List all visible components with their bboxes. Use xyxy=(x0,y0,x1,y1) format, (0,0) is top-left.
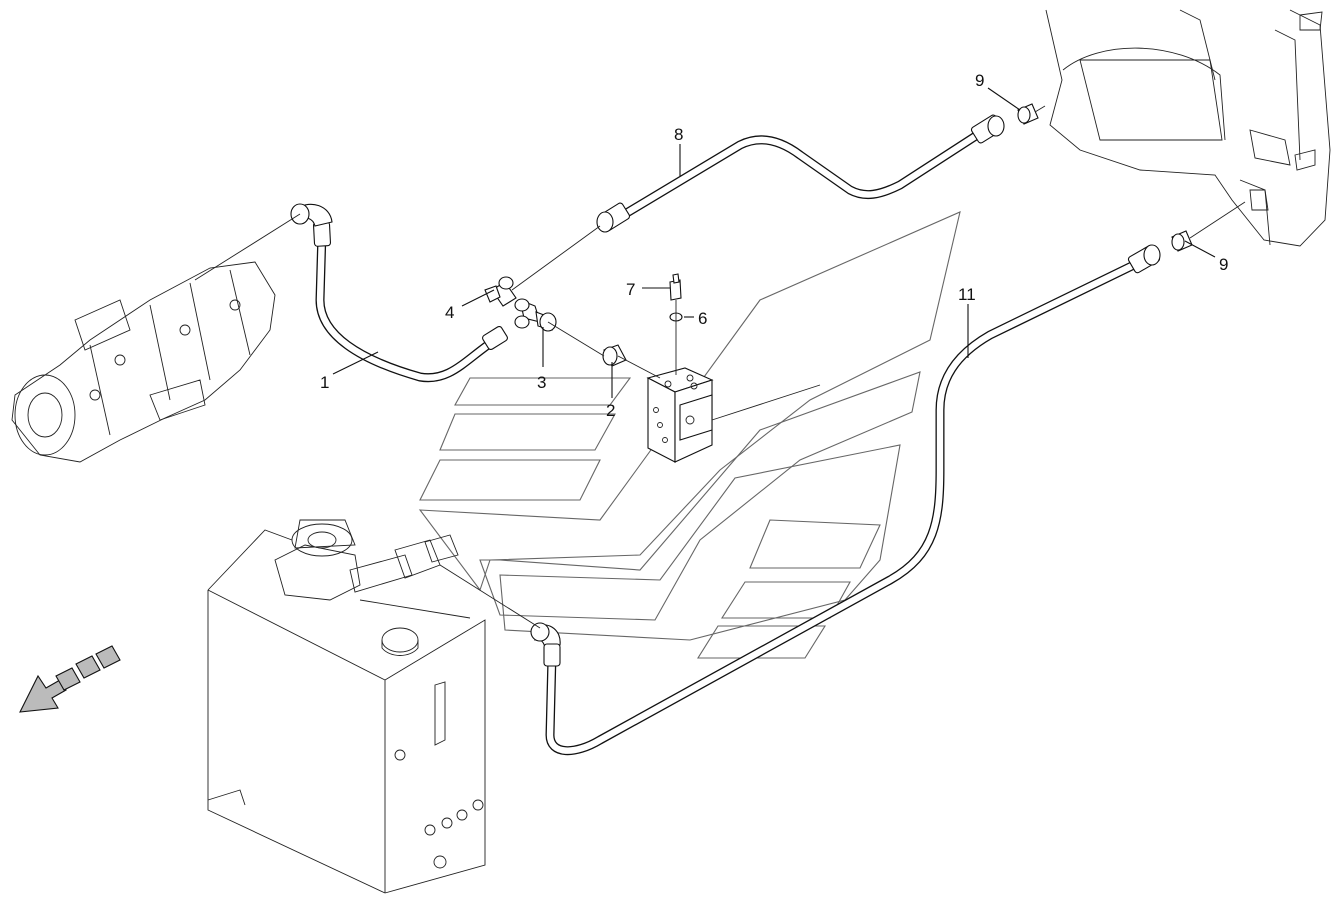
connection-lines xyxy=(194,105,1246,629)
callout-3: 3 xyxy=(537,373,546,392)
callout-4: 4 xyxy=(445,303,454,322)
pipe-8 xyxy=(610,125,990,225)
adapter-2 xyxy=(602,344,627,367)
valve-block xyxy=(646,367,714,463)
fitting-4 xyxy=(484,276,517,307)
callout-11: 11 xyxy=(958,285,976,304)
direction-arrow xyxy=(19,645,121,713)
pipe-11-fittings xyxy=(530,244,1161,667)
callout-9-lower: 9 xyxy=(1219,255,1228,274)
adapter-9-lower xyxy=(1171,230,1193,252)
oil-cooler xyxy=(1045,9,1331,247)
leader-lines xyxy=(332,87,1216,398)
fitting-3 xyxy=(514,298,557,332)
callout-9-upper: 9 xyxy=(975,71,984,90)
adapter-9-upper xyxy=(1017,103,1039,125)
callout-7: 7 xyxy=(626,280,635,299)
hydraulic-pump xyxy=(11,261,276,463)
callout-1: 1 xyxy=(320,373,329,392)
callout-8: 8 xyxy=(674,125,683,144)
check-valve-7 xyxy=(669,273,682,301)
pipe-1 xyxy=(315,227,500,383)
callout-6: 6 xyxy=(698,309,707,328)
pipe-11 xyxy=(545,257,1145,756)
hydraulic-tank xyxy=(207,519,486,894)
frame-outline xyxy=(418,211,961,659)
callouts: 1 2 3 4 6 7 8 9 9 11 xyxy=(320,71,1228,420)
pipe-1-fittings xyxy=(290,203,508,351)
callout-2: 2 xyxy=(606,401,615,420)
pipe-8-fittings xyxy=(596,114,1005,233)
